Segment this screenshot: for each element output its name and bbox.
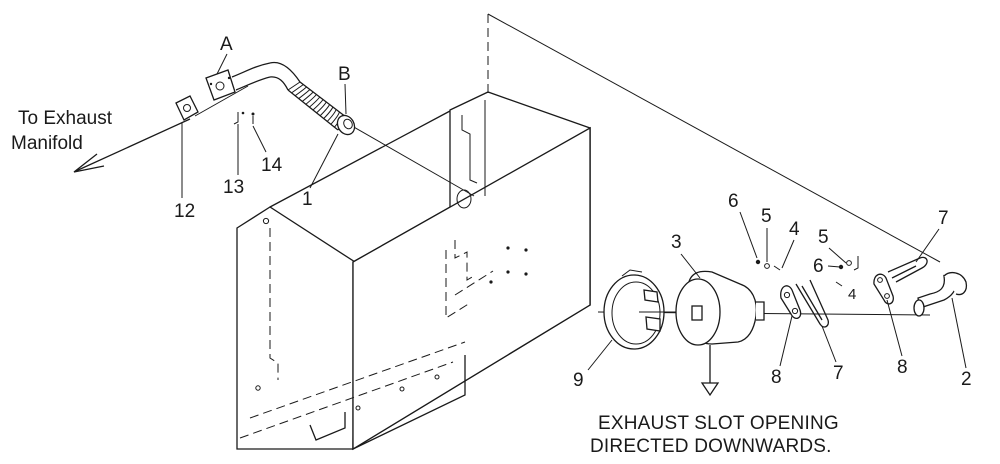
label-part-1: 1 xyxy=(302,189,313,210)
corrugation-ring xyxy=(316,101,327,114)
corrugation-ring xyxy=(294,86,307,97)
label-to-exhaust: To Exhaust xyxy=(18,108,113,129)
corrugation-ring xyxy=(330,111,340,125)
label-a: A xyxy=(220,34,233,55)
flex-pipe-part-1 xyxy=(205,61,356,136)
label-part-12: 12 xyxy=(174,201,195,222)
corrugation-ring xyxy=(291,84,304,94)
label-part-5-left: 5 xyxy=(761,206,772,227)
label-part-7-upper: 7 xyxy=(938,208,949,229)
hanger-strap-part-8-left xyxy=(780,285,802,319)
u-bolt-part-7-upper xyxy=(887,256,928,283)
corrugation-ring xyxy=(319,104,331,117)
label-part-8-right: 8 xyxy=(897,357,908,378)
label-b: B xyxy=(338,64,351,85)
corrugation-ring xyxy=(323,106,334,119)
label-part-6-right: 6 xyxy=(813,256,824,277)
gasket-part-12 xyxy=(175,95,199,121)
label-manifold: Manifold xyxy=(11,133,83,154)
corrugation-ring xyxy=(305,94,317,105)
note-line-2: DIRECTED DOWNWARDS. xyxy=(590,436,832,457)
label-part-5-right: 5 xyxy=(818,227,829,248)
label-part-7-lower: 7 xyxy=(833,363,844,384)
u-bolt-part-7-lower xyxy=(795,279,830,328)
corrugation-ring xyxy=(309,96,321,108)
muffler-part-3 xyxy=(675,270,765,397)
corrugation-ring xyxy=(312,99,324,111)
label-part-3: 3 xyxy=(671,232,682,253)
heat-shield-box xyxy=(236,14,591,451)
tail-pipe-part-2 xyxy=(913,271,968,317)
label-part-13: 13 xyxy=(223,177,244,198)
label-part-4-lower: 4 xyxy=(848,286,856,303)
note-line-1: EXHAUST SLOT OPENING xyxy=(598,413,839,434)
corrugation-ring xyxy=(298,89,311,99)
corrugation-ring xyxy=(287,81,301,91)
exhaust-manifold-arrow xyxy=(73,118,191,173)
corrugation-ring xyxy=(326,109,337,122)
leader-lines xyxy=(181,53,967,371)
label-part-2: 2 xyxy=(961,369,972,390)
hanger-strap-part-8-right xyxy=(873,273,894,305)
clamp-ring-part-9 xyxy=(603,269,700,350)
label-part-6-left: 6 xyxy=(728,191,739,212)
fastener-hardware xyxy=(755,256,859,287)
label-part-14: 14 xyxy=(261,155,283,176)
label-part-9: 9 xyxy=(573,370,584,391)
label-part-4-upper: 4 xyxy=(789,219,800,240)
label-part-8-left: 8 xyxy=(771,367,782,388)
corrugation-ring xyxy=(301,91,314,102)
